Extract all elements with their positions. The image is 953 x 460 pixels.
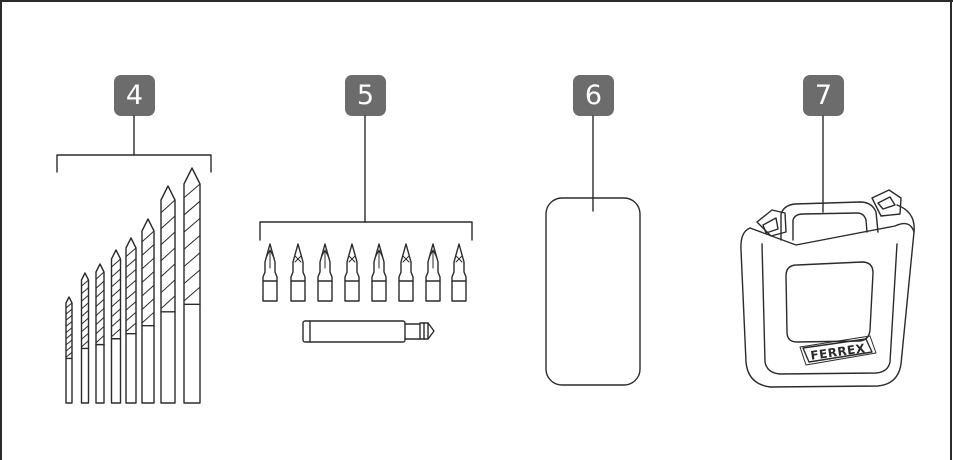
screwdriver-bit (451, 243, 467, 302)
screwdriver-bit (290, 243, 306, 302)
drill-bit (80, 272, 90, 404)
drill-bit (183, 167, 201, 404)
drill-bit (125, 237, 137, 404)
screwdriver-bits (262, 243, 467, 302)
drill-bit (141, 218, 155, 404)
frame-right-border (950, 0, 952, 460)
screwdriver-bit-set (259, 115, 473, 343)
screwdriver-bit (317, 243, 333, 302)
bracket-4 (56, 154, 212, 173)
screwdriver-bit (398, 243, 414, 302)
item-badge-4: 4 (114, 75, 155, 116)
frame-top-border (0, 0, 953, 2)
case-logo-plate (802, 338, 873, 363)
bracket-5 (259, 221, 473, 241)
item-badge-7: 7 (803, 75, 844, 116)
frame-left-border (0, 0, 2, 460)
drill-bit (65, 296, 73, 404)
magnetic-bit-holder (302, 320, 435, 343)
drill-bit (110, 249, 122, 404)
item-badge-6: 6 (573, 75, 614, 116)
drill-bit-set (56, 115, 212, 404)
drill-bits (65, 167, 201, 404)
instruction-card (545, 115, 641, 386)
screwdriver-bit (344, 243, 360, 302)
screwdriver-bit (371, 243, 387, 302)
drill-bit (160, 185, 176, 404)
screwdriver-bit (425, 243, 441, 302)
carry-case (740, 115, 915, 388)
drill-bit (95, 263, 105, 404)
item-badge-5: 5 (345, 75, 386, 116)
screwdriver-bit (262, 243, 278, 302)
